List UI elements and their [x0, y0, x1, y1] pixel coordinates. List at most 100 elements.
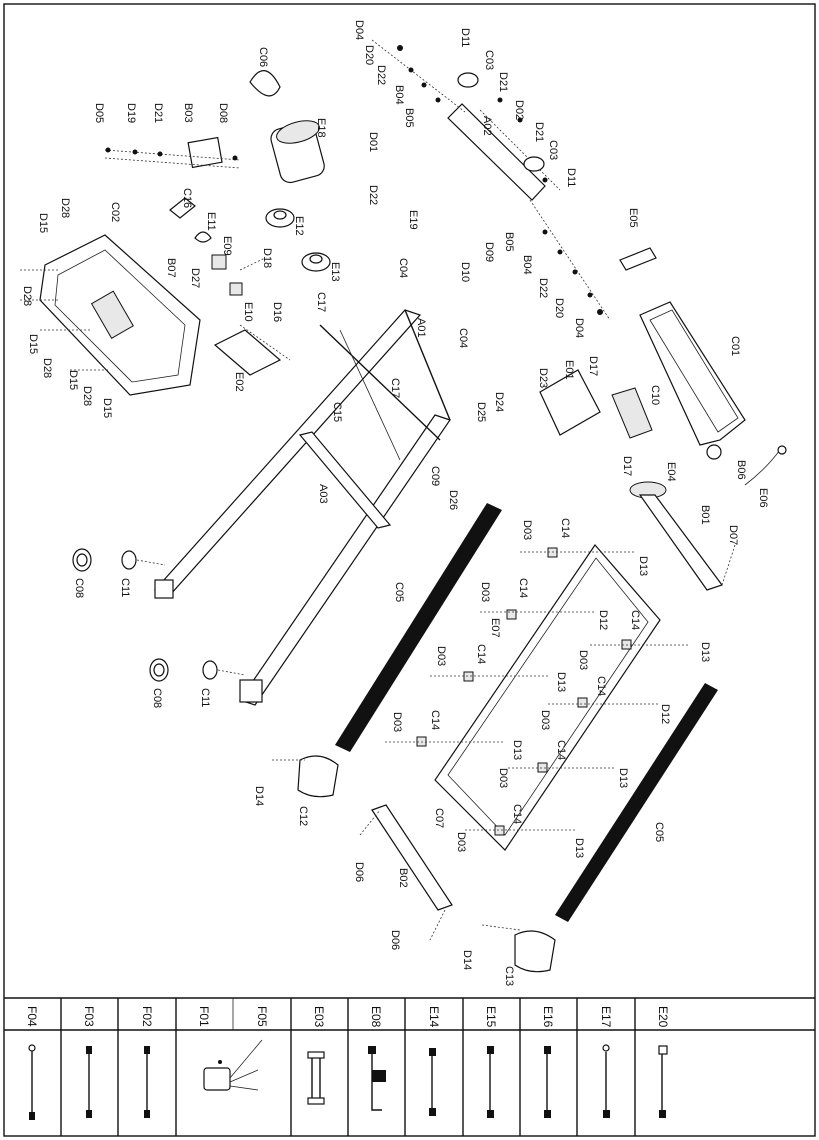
callout-label: C17 — [315, 292, 327, 312]
running-deck — [385, 544, 690, 851]
callout-label: B01 — [699, 505, 711, 525]
callout-label: D28 — [81, 386, 93, 406]
callout-label: B04 — [393, 85, 405, 105]
callout-label: C14 — [555, 740, 567, 760]
callout-label: D18 — [261, 248, 273, 268]
callout-label: D03 — [435, 646, 447, 666]
table-header-cell: F03 — [82, 1006, 96, 1027]
table-header-cell: F05 — [255, 1006, 269, 1027]
table-header-cell: E15 — [484, 1006, 498, 1028]
callout-label: D15 — [27, 334, 39, 354]
console-parts — [539, 247, 787, 486]
front-roller — [629, 481, 736, 591]
table-header-cell: E08 — [369, 1006, 383, 1028]
callout-label: C03 — [483, 50, 495, 70]
callout-label: B05 — [503, 232, 515, 252]
callout-label: D20 — [363, 45, 375, 65]
callout-label: C17 — [389, 378, 401, 398]
motor-hood — [639, 301, 746, 460]
motor-cover — [20, 234, 201, 396]
callout-label: E02 — [233, 372, 245, 392]
callout-label: D17 — [621, 456, 633, 476]
callout-label: D11 — [565, 168, 577, 187]
table-header-cell: F01 — [197, 1006, 211, 1027]
callout-label: D15 — [37, 213, 49, 233]
callout-label: C03 — [547, 140, 559, 160]
callout-label: B05 — [403, 108, 415, 128]
callout-label: D10 — [459, 262, 471, 282]
callout-label: D04 — [353, 20, 365, 40]
callout-label: D06 — [389, 930, 401, 950]
callout-label: D09 — [483, 242, 495, 262]
callout-label: C08 — [151, 688, 163, 708]
roller-caps — [72, 548, 246, 682]
callout-label: B03 — [182, 103, 194, 123]
callout-label: D12 — [659, 704, 671, 724]
callout-label: C14 — [511, 804, 523, 824]
callout-label: D08 — [217, 103, 229, 123]
callout-label: D28 — [41, 358, 53, 378]
callout-label: E11 — [205, 212, 217, 231]
callout-label: C07 — [433, 808, 445, 828]
callout-label: D21 — [533, 122, 545, 142]
callout-label: D23 — [537, 368, 549, 388]
table-header-cell: E14 — [427, 1006, 441, 1028]
callout-label: E07 — [489, 618, 501, 638]
callout-label: D04 — [573, 318, 585, 338]
side-rail-left — [335, 503, 502, 752]
callout-label: C08 — [73, 578, 85, 598]
callout-label: E19 — [407, 210, 419, 230]
callout-label: D21 — [152, 103, 164, 123]
callout-label: D27 — [189, 268, 201, 288]
side-rail-right — [555, 683, 718, 922]
callout-label: C04 — [397, 258, 409, 278]
cable-f04-drawing — [28, 1044, 36, 1120]
callout-label: D22 — [367, 185, 379, 205]
callout-label: D25 — [475, 402, 487, 422]
callout-label: D19 — [125, 103, 137, 123]
callout-label: D13 — [617, 768, 629, 788]
callout-label: D03 — [479, 582, 491, 602]
callout-label: D15 — [101, 398, 113, 418]
callout-label: C13 — [503, 966, 515, 986]
callout-labels: D04 D20 D22 B04 B05 D11 C03 D21 A02 D02 … — [21, 20, 769, 986]
callout-label: D06 — [353, 862, 365, 882]
table-header-cell: E03 — [312, 1006, 326, 1028]
callout-label: D11 — [459, 28, 471, 47]
callout-label: C09 — [429, 466, 441, 486]
callout-label: A02 — [481, 116, 493, 136]
callout-label: E18 — [315, 118, 327, 138]
callout-label: D26 — [447, 490, 459, 510]
cable-f03-drawing — [86, 1046, 92, 1118]
callout-label: C14 — [429, 710, 441, 730]
table-header-cell: E17 — [599, 1006, 613, 1028]
callout-label: D17 — [587, 356, 599, 376]
callout-label: C12 — [297, 806, 309, 826]
callout-label: C11 — [119, 578, 131, 597]
callout-label: D03 — [455, 832, 467, 852]
callout-label: D13 — [555, 672, 567, 692]
callout-label: C04 — [457, 328, 469, 348]
callout-label: D01 — [367, 132, 379, 152]
cable-e15-drawing — [487, 1046, 494, 1118]
handlebar-assembly — [371, 39, 611, 321]
callout-label: D12 — [597, 610, 609, 630]
callout-label: D14 — [461, 950, 473, 970]
callout-label: A01 — [415, 318, 427, 338]
parts-drawing — [20, 39, 787, 973]
callout-label: D03 — [539, 710, 551, 730]
callout-label: D05 — [93, 103, 105, 123]
controller-board — [213, 324, 291, 376]
callout-label: C14 — [595, 676, 607, 696]
callout-label: D21 — [497, 72, 509, 92]
end-covers — [272, 755, 556, 973]
main-frame — [153, 309, 451, 706]
callout-label: D13 — [511, 740, 523, 760]
table-header-cell: E16 — [541, 1006, 555, 1028]
cable-e17-drawing — [602, 1044, 610, 1118]
callout-label: D20 — [553, 298, 565, 318]
callout-label: E10 — [242, 302, 254, 322]
callout-label: C10 — [649, 385, 661, 405]
callout-label: D13 — [699, 642, 711, 662]
